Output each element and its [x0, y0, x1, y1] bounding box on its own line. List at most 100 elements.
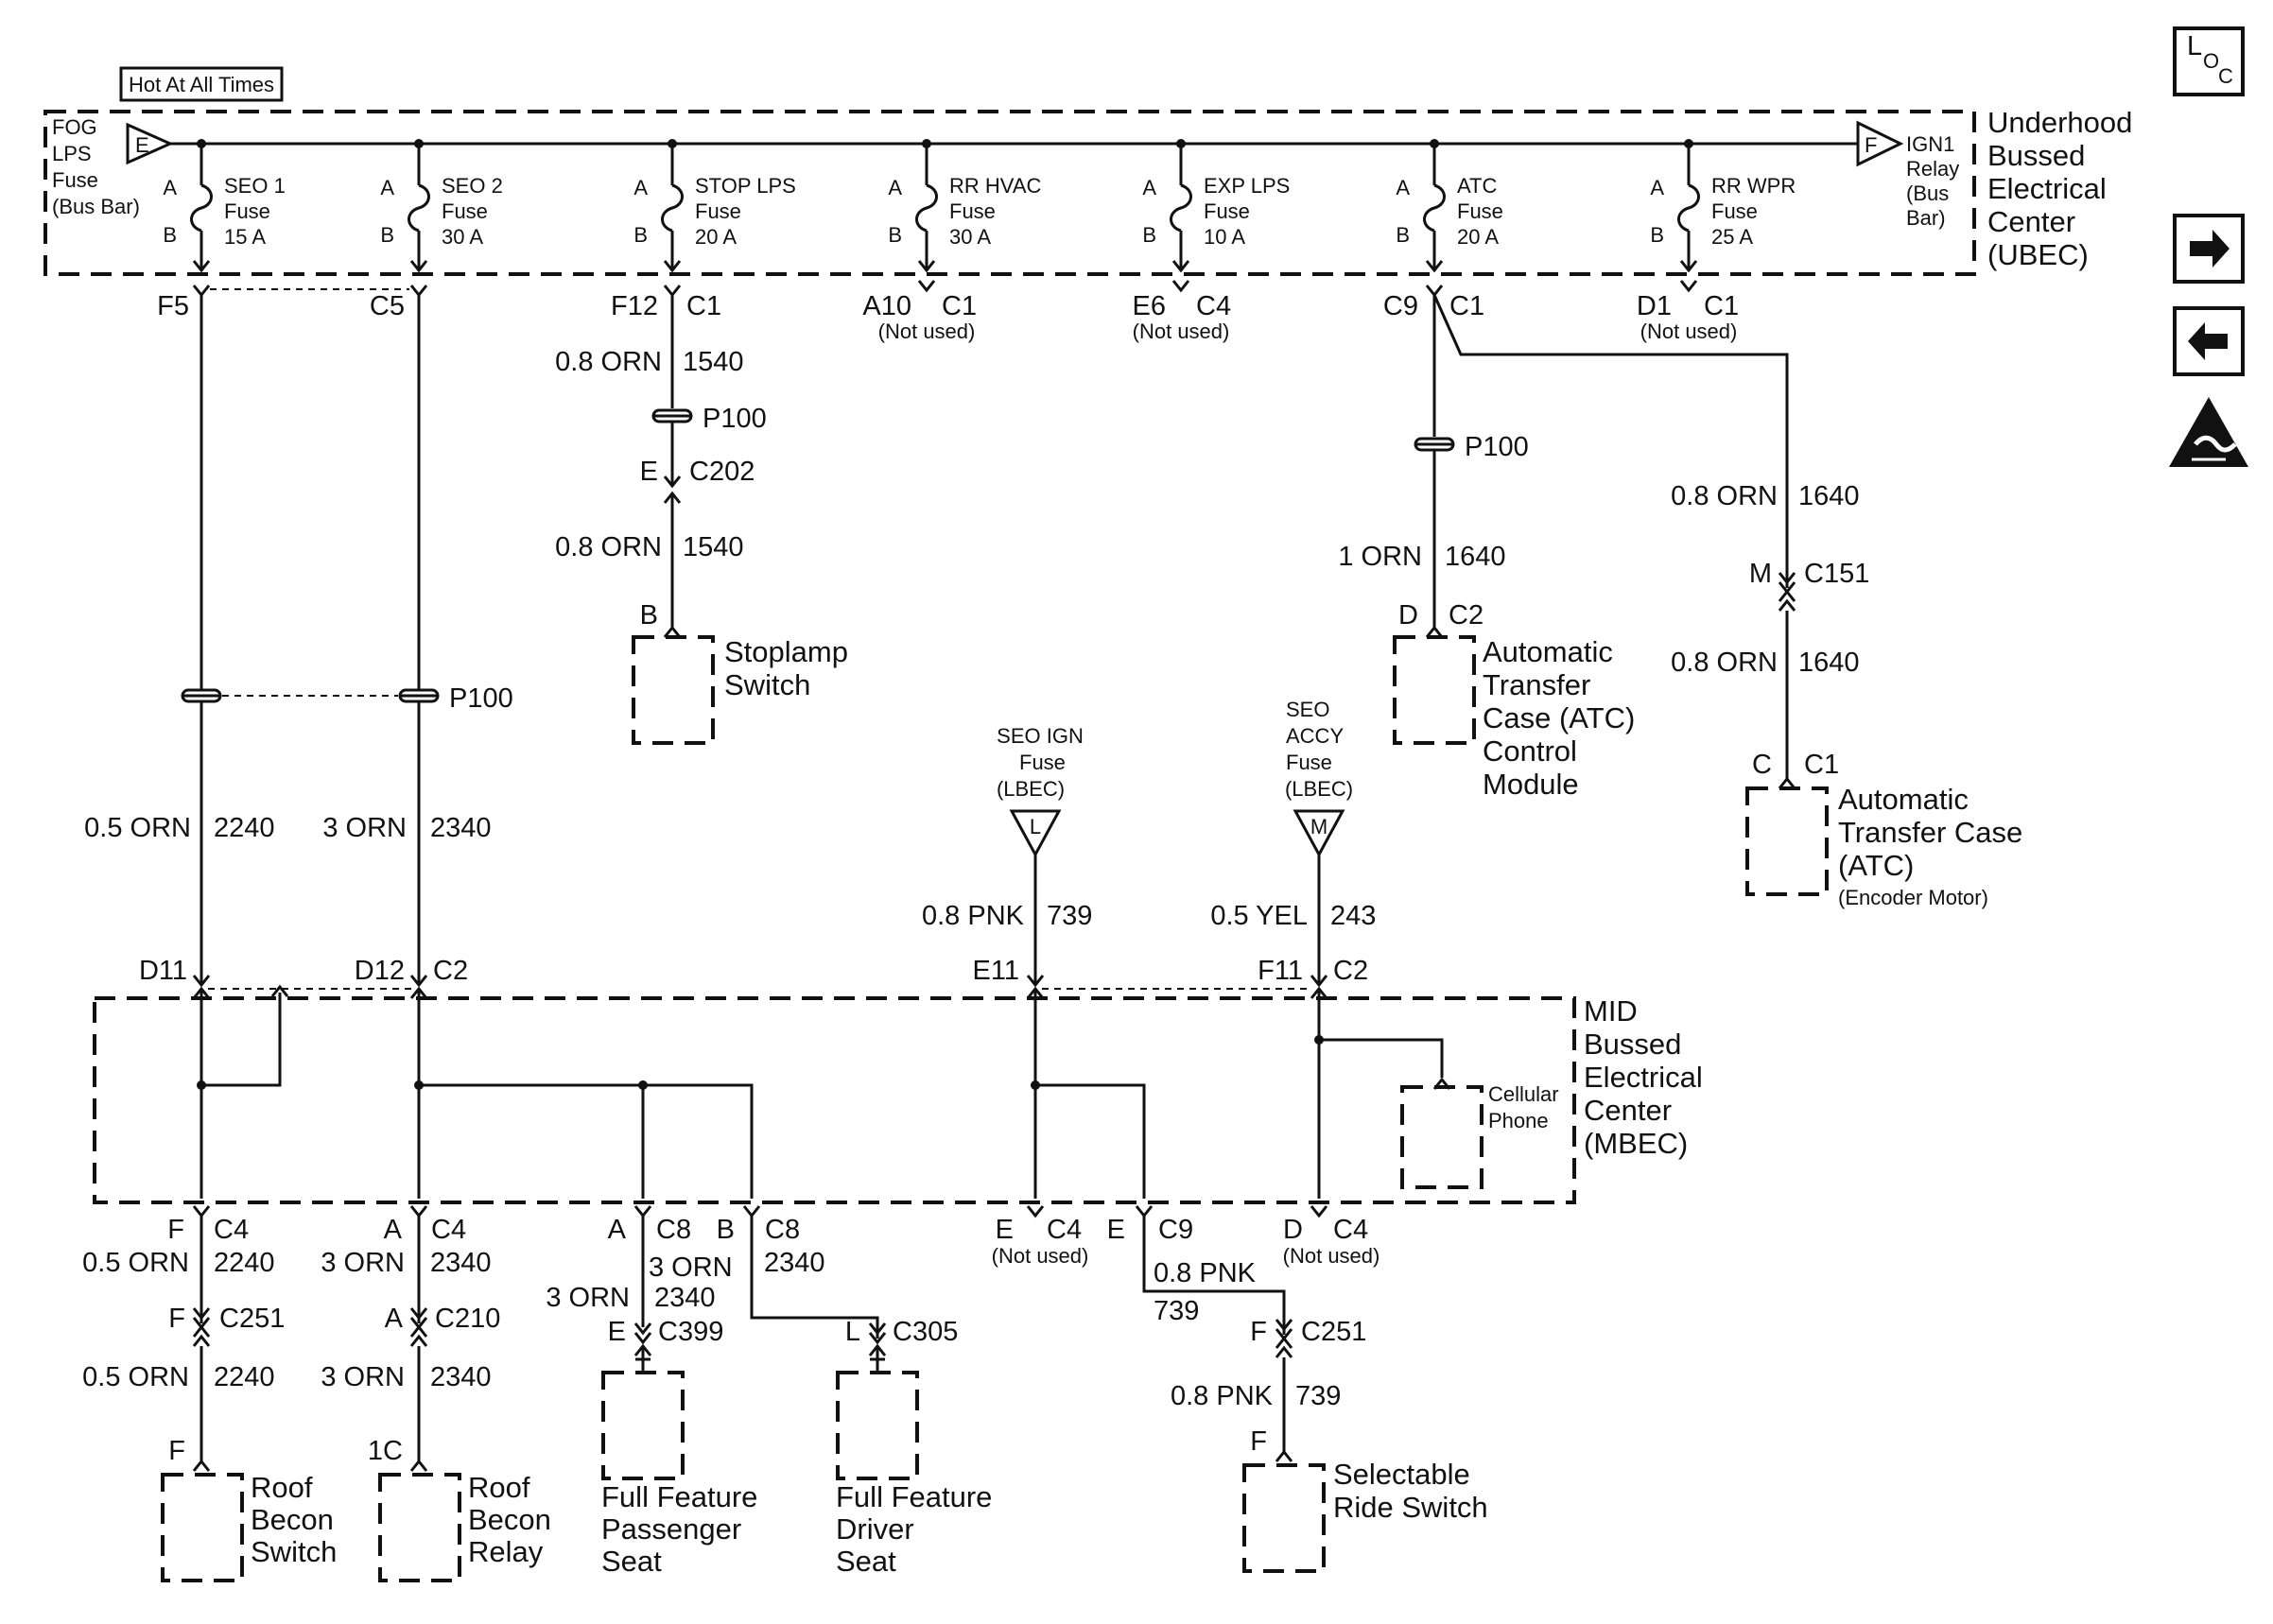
svg-text:0.5 ORN: 0.5 ORN	[82, 1362, 189, 1392]
esd-warning-icon	[2169, 397, 2248, 467]
previous-page-arrow-icon[interactable]	[2173, 306, 2245, 376]
svg-text:0.8 ORN: 0.8 ORN	[1671, 481, 1778, 511]
svg-text:D12: D12	[355, 956, 405, 986]
svg-text:C4: C4	[1047, 1215, 1082, 1245]
svg-text:C8: C8	[765, 1215, 800, 1245]
svg-text:FOG: FOG	[52, 115, 97, 139]
mbec-label: MID Bussed Electrical Center (MBEC)	[1584, 994, 1703, 1160]
svg-text:L: L	[845, 1317, 860, 1347]
svg-text:C4: C4	[431, 1215, 466, 1245]
svg-text:10 A: 10 A	[1204, 225, 1245, 249]
svg-text:Fuse: Fuse	[1286, 751, 1332, 774]
svg-text:Transfer Case: Transfer Case	[1838, 816, 2022, 849]
svg-text:2340: 2340	[430, 813, 492, 843]
seo-accy-fuse-lbec: SEO ACCY Fuse (LBEC) M 0.5 YEL 243	[1210, 698, 1376, 983]
svg-text:C399: C399	[658, 1317, 723, 1347]
svg-text:A: A	[380, 176, 394, 199]
svg-text:A: A	[163, 176, 177, 199]
svg-text:A: A	[608, 1215, 627, 1245]
svg-text:0.5 YEL: 0.5 YEL	[1210, 901, 1308, 931]
svg-text:E6: E6	[1133, 291, 1166, 321]
svg-text:Center: Center	[1584, 1094, 1672, 1127]
svg-text:C210: C210	[435, 1304, 500, 1334]
next-page-arrow-icon[interactable]	[2173, 214, 2245, 284]
svg-text:SEO: SEO	[1286, 698, 1329, 721]
svg-text:1640: 1640	[1798, 648, 1860, 678]
svg-text:A: A	[385, 1304, 404, 1334]
svg-text:0.5 ORN: 0.5 ORN	[84, 813, 191, 843]
svg-text:C1: C1	[1804, 750, 1839, 780]
svg-text:3 ORN: 3 ORN	[546, 1283, 630, 1313]
svg-text:O: O	[2203, 49, 2219, 73]
svg-text:1 ORN: 1 ORN	[1338, 542, 1422, 572]
svg-text:Roof: Roof	[468, 1471, 530, 1504]
svg-text:C: C	[1752, 750, 1772, 780]
svg-text:Seat: Seat	[836, 1545, 896, 1578]
svg-text:C8: C8	[656, 1215, 691, 1245]
fuse-exp-lps: A B EXP LPS Fuse 10 A	[1142, 139, 1290, 272]
svg-text:(MBEC): (MBEC)	[1584, 1127, 1688, 1160]
svg-text:739: 739	[1154, 1296, 1199, 1326]
svg-text:Switch: Switch	[724, 668, 810, 701]
fog-lps-fuse-bus-bar: E FOG LPS Fuse (Bus Bar)	[52, 115, 174, 218]
svg-text:Fuse: Fuse	[1457, 199, 1503, 223]
svg-text:C251: C251	[1301, 1317, 1366, 1347]
svg-text:739: 739	[1047, 901, 1092, 931]
svg-text:D1: D1	[1637, 291, 1672, 321]
svg-text:F: F	[167, 1215, 184, 1245]
svg-text:20 A: 20 A	[1457, 225, 1499, 249]
svg-text:P100: P100	[449, 683, 513, 714]
svg-text:L: L	[2187, 31, 2202, 61]
svg-text:E: E	[135, 133, 149, 157]
svg-text:Fuse: Fuse	[1204, 199, 1250, 223]
svg-text:E: E	[1107, 1215, 1125, 1245]
svg-text:C4: C4	[1196, 291, 1231, 321]
ubec-label: Underhood Bussed Electrical Center (UBEC…	[1987, 106, 2132, 271]
svg-text:Stoplamp: Stoplamp	[724, 635, 848, 668]
svg-text:0.8 PNK: 0.8 PNK	[1154, 1258, 1257, 1288]
svg-text:1C: 1C	[368, 1436, 403, 1466]
svg-text:A: A	[1650, 176, 1664, 199]
svg-text:1540: 1540	[683, 347, 744, 377]
svg-text:C: C	[2218, 64, 2233, 88]
svg-text:0.5 ORN: 0.5 ORN	[82, 1248, 189, 1278]
svg-text:P100: P100	[703, 404, 767, 434]
svg-text:A: A	[1396, 176, 1410, 199]
svg-text:A10: A10	[862, 291, 911, 321]
svg-text:0.8 ORN: 0.8 ORN	[555, 347, 662, 377]
svg-text:LPS: LPS	[52, 142, 92, 165]
svg-text:B: B	[888, 223, 902, 247]
driver-seat-circuit: 2340 L C305 Full Feature Driver Seat	[750, 1216, 992, 1578]
svg-text:243: 243	[1330, 901, 1376, 931]
svg-text:Fuse: Fuse	[1711, 199, 1758, 223]
svg-text:B: B	[717, 1215, 735, 1245]
hot-at-all-times-tag: Hot At All Times	[119, 66, 284, 102]
svg-text:C9: C9	[1383, 291, 1418, 321]
svg-text:C4: C4	[1333, 1215, 1368, 1245]
svg-text:Selectable: Selectable	[1333, 1458, 1470, 1491]
svg-text:C251: C251	[219, 1304, 285, 1334]
svg-text:3 ORN: 3 ORN	[321, 1362, 405, 1392]
svg-text:Transfer: Transfer	[1483, 668, 1590, 701]
svg-text:D: D	[1283, 1215, 1303, 1245]
mbec-box	[93, 996, 1576, 1204]
svg-text:Fuse: Fuse	[949, 199, 996, 223]
svg-text:Becon: Becon	[468, 1503, 551, 1536]
svg-text:C4: C4	[214, 1215, 249, 1245]
svg-text:EXP LPS: EXP LPS	[1204, 174, 1290, 198]
svg-text:B: B	[1396, 223, 1410, 247]
svg-text:C5: C5	[370, 291, 405, 321]
svg-text:0.8 ORN: 0.8 ORN	[555, 532, 662, 562]
svg-text:(Encoder Motor): (Encoder Motor)	[1838, 886, 1988, 909]
roof-becon-relay-circuit: 3 ORN 2340 A C210 3 ORN 2340 1C Roof Bec…	[321, 1216, 551, 1582]
mbec-bottom-connectors: F C4 A C4 A C8 B C8 E C4 (Not used) E C9…	[167, 1204, 1379, 1268]
svg-text:ACCY: ACCY	[1286, 724, 1344, 748]
svg-text:Full Feature: Full Feature	[601, 1480, 757, 1513]
svg-text:(Bus Bar): (Bus Bar)	[52, 195, 140, 218]
loc-icon[interactable]: L O C	[2173, 26, 2245, 96]
svg-text:(LBEC): (LBEC)	[997, 777, 1065, 801]
ubec-box	[43, 110, 1976, 276]
svg-text:L: L	[1030, 815, 1041, 838]
svg-text:D11: D11	[139, 956, 187, 986]
svg-text:E: E	[640, 457, 658, 487]
